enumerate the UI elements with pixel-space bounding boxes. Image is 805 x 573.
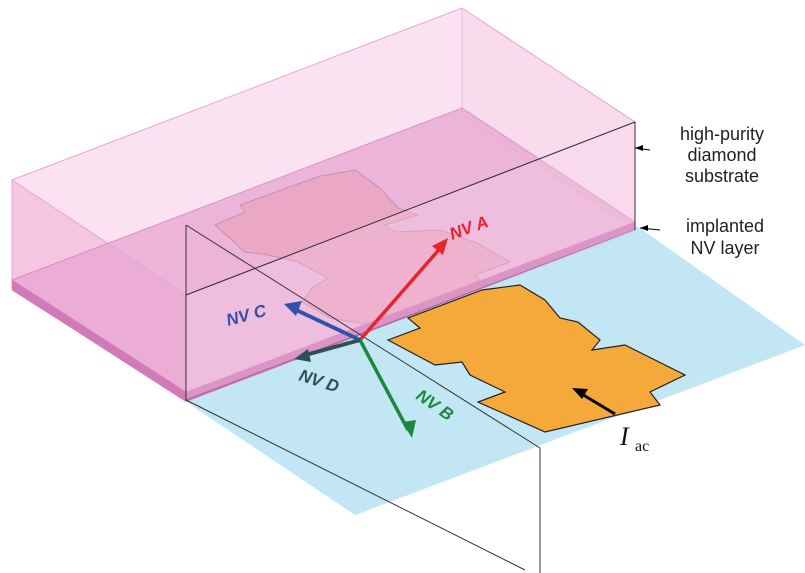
layer-label-line-1: implanted — [686, 216, 764, 236]
nv-layer-front-edge — [12, 280, 186, 402]
electrode-visible — [386, 284, 687, 433]
current-arrowhead — [572, 388, 588, 399]
substrate-leader-head — [635, 145, 643, 151]
substrate-label-line-1: high-purity — [680, 124, 764, 144]
current-subscript: ac — [635, 438, 649, 455]
nv-b-arrowhead — [402, 420, 416, 438]
nv-d-arrow — [301, 338, 361, 358]
substrate-label-line-3: substrate — [685, 166, 759, 186]
current-arrow — [579, 391, 616, 416]
nv-d-arrowhead — [294, 349, 311, 362]
nv-a-arrow — [358, 243, 445, 342]
nv-a-arrowhead — [432, 238, 448, 255]
substrate-label-line-2: diamond — [687, 145, 756, 165]
nv-b-arrow — [358, 339, 410, 431]
current-symbol: I — [619, 422, 630, 451]
layer-label-line-2: NV layer — [690, 238, 759, 258]
nv-c-arrowhead — [284, 301, 302, 316]
nv-c-arrow — [291, 306, 361, 342]
cut-line-4 — [185, 399, 526, 571]
cut-line-5 — [185, 121, 636, 296]
layer-leader-head — [640, 225, 648, 231]
